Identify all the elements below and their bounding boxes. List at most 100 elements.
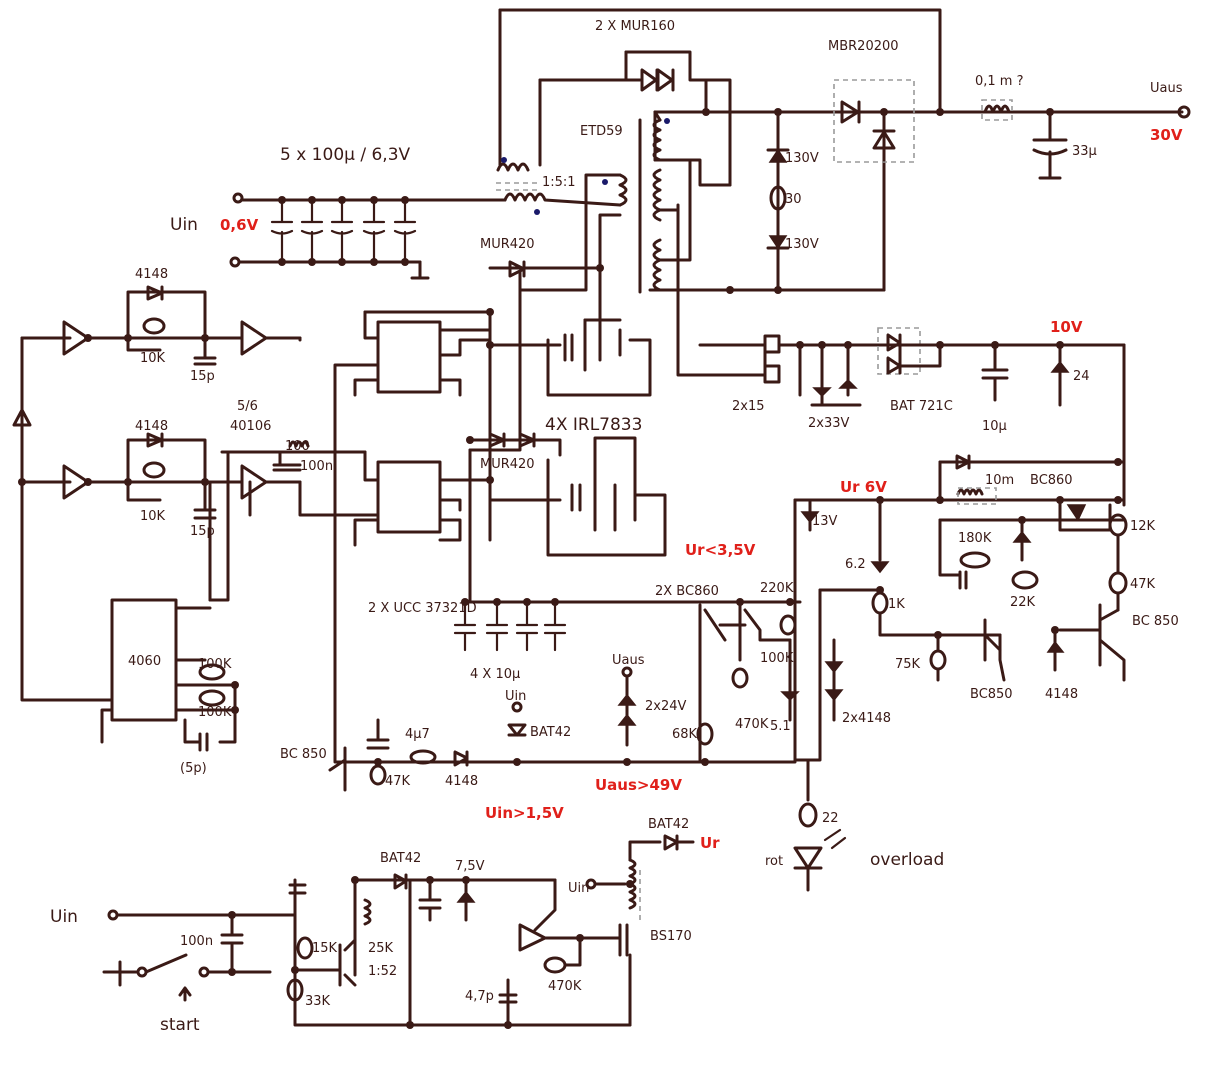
resistor-30-label: 30: [785, 192, 802, 207]
uin-voltage: 0,6V: [220, 216, 259, 234]
bc860-top-label: BC860: [1030, 473, 1073, 488]
uaus-terminal: [1177, 105, 1191, 119]
uaus-ov-threshold: Uaus>49V: [595, 776, 682, 794]
aux-10v-label: 10V: [1050, 318, 1083, 336]
resistor-25k-label: 25K: [368, 941, 394, 956]
resistor-15k-label: 15K: [312, 941, 338, 956]
zener-2x24v-label: 2x24V: [645, 699, 687, 714]
junction-dots: [18, 108, 1122, 1029]
mur420-top-label: MUR420: [480, 237, 535, 252]
uin-startup2-label: Uin: [568, 881, 589, 896]
ic-4060-label: 4060: [128, 654, 161, 669]
cap-10u-label: 10µ: [982, 419, 1007, 434]
uaus-voltage: 30V: [1150, 126, 1183, 144]
etd59-transformer: [496, 110, 680, 294]
input-capacitor-bank: [229, 192, 507, 280]
ur-output-label: Ur: [700, 834, 720, 852]
aux-10v-rectifier: [698, 327, 1126, 507]
resistor-68k-label: 68K: [672, 727, 698, 742]
diode-4148-bottom-label: 4148: [135, 419, 168, 434]
etd59-label: ETD59: [580, 124, 623, 139]
startup-circuit: [102, 834, 695, 1027]
ucc37321-drivers: [298, 310, 492, 702]
inductor-label: 0,1 m ?: [975, 74, 1024, 89]
regulator-6v: [793, 454, 1128, 762]
turns-ratio-label: 1:5:1: [542, 175, 576, 190]
uin-label: Uin: [170, 215, 198, 235]
zener-130v-bottom-label: 130V: [785, 237, 819, 252]
ur-undervoltage-label: Ur<3,5V: [685, 541, 756, 559]
zener-2x33v-label: 2x33V: [808, 416, 850, 431]
zener-51-label: 5.1: [770, 719, 791, 734]
cap-47p-label: 4,7p: [465, 989, 494, 1004]
snubber-zener-chain: [766, 148, 790, 250]
resistor-220k-label: 220K: [760, 581, 794, 596]
cap-x5: [270, 198, 417, 264]
bottom-control-line: [328, 588, 882, 892]
resistor-470k-start-label: 470K: [548, 979, 582, 994]
zener-24-label: 24: [1073, 369, 1090, 384]
output-cap-label: 33µ: [1072, 144, 1097, 159]
ucc-driver-label: 2 X UCC 37321D: [368, 601, 477, 616]
uaus-label: Uaus: [1150, 81, 1183, 96]
cap-5p-label: (5p): [180, 761, 207, 776]
uin-start-label: Uin: [505, 689, 526, 704]
undervoltage-bc860: [696, 600, 800, 762]
uaus-ov-label: Uaus: [612, 653, 645, 668]
resistor-10k-top-label: 10K: [140, 351, 166, 366]
resistor-2x15-label: 2x15: [732, 399, 765, 414]
zener-130v-top-label: 130V: [785, 151, 819, 166]
zener-62-label: 6.2: [845, 557, 866, 572]
ic-40106-label: 40106: [230, 419, 271, 434]
resistor-100k-osc-label: 100K: [198, 657, 232, 672]
cap-15p-top-label: 15p: [190, 369, 215, 384]
resistor-22-label: 22: [822, 811, 839, 826]
resistor-10k-bottom-label: 10K: [140, 509, 166, 524]
bc850-mid-label: BC850: [970, 687, 1013, 702]
ratio-152-label: 1:52: [368, 964, 397, 979]
irl7833-mosfets: [468, 266, 667, 604]
ic-4060: [100, 598, 237, 752]
bat42-ur-label: BAT42: [648, 817, 689, 832]
diode-2x4148-label: 2x4148: [842, 711, 891, 726]
resistor-100-label: 100: [285, 439, 310, 454]
bat42-start-label: BAT42: [530, 725, 571, 740]
ur-6v-label: Ur 6V: [840, 478, 887, 496]
mur160-diodes: [640, 68, 675, 92]
bc860-pair-label: 2X BC860: [655, 584, 719, 599]
cap-bank-4x10u: [453, 600, 802, 652]
diode-4148-reg-label: 4148: [1045, 687, 1078, 702]
cap-100n-label: 100n: [300, 459, 333, 474]
bc850-right-label: BC 850: [1132, 614, 1179, 629]
resistor-180k-label: 180K: [958, 531, 992, 546]
resistor-47k-start-label: 47K: [385, 774, 411, 789]
irl7833-label: 4X IRL7833: [545, 415, 642, 435]
mur420-diodes: [468, 260, 602, 457]
mbr20200-label: MBR20200: [828, 39, 899, 54]
gate-56-label: 5/6: [237, 399, 258, 414]
bc850-start-label: BC 850: [280, 747, 327, 762]
output-inductor: [981, 99, 1013, 121]
oscillator-wiring: [12, 285, 367, 702]
resistor-75k-label: 75K: [895, 657, 921, 672]
led-rot-label: rot: [765, 854, 783, 869]
bat42-startup-label: BAT42: [380, 851, 421, 866]
mbr20200-diode: [833, 79, 915, 163]
input-caps-label: 5 x 100µ / 6,3V: [280, 145, 411, 165]
cap-4x10u-label: 4 X 10µ: [470, 667, 520, 682]
uin-threshold: Uin>1,5V: [485, 804, 564, 822]
resistor-22k-label: 22K: [1010, 595, 1036, 610]
cap-100n-start-label: 100n: [180, 934, 213, 949]
diode-4148-start-label: 4148: [445, 774, 478, 789]
resistor-1k-label: 1K: [888, 597, 905, 612]
resistor-47k-label: 47K: [1130, 577, 1156, 592]
mur160-label: 2 X MUR160: [595, 19, 675, 34]
resistor-12k-label: 12K: [1130, 519, 1156, 534]
overload-label: overload: [870, 850, 944, 870]
cap-4u7-label: 4µ7: [405, 727, 430, 742]
cap-15p-bottom-label: 15p: [190, 524, 215, 539]
resistor-470k-label: 470K: [735, 717, 769, 732]
diode-4148-top-label: 4148: [135, 267, 168, 282]
uin-startup-label: Uin: [50, 907, 78, 927]
